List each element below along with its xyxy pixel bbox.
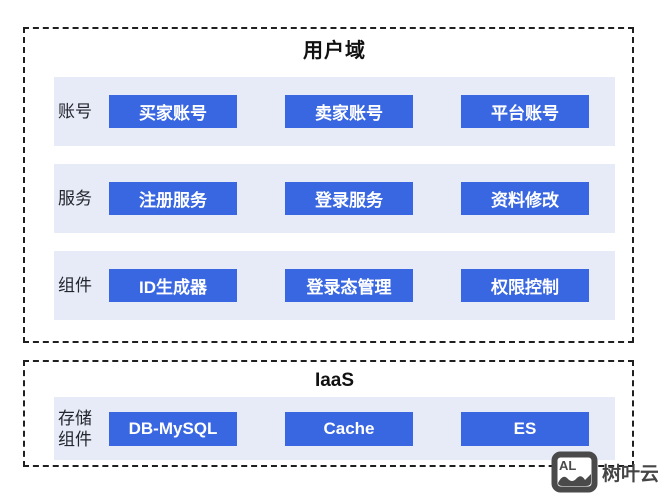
platform-account-button[interactable]: 平台账号 (461, 95, 589, 128)
buyer-account-button[interactable]: 买家账号 (109, 95, 237, 128)
storage-components-row-label: 存储组件 (58, 408, 92, 449)
permission-control-button[interactable]: 权限控制 (461, 269, 589, 302)
storage-components-row-buttons: DB-MySQL Cache ES (109, 411, 589, 446)
es-button[interactable]: ES (461, 411, 589, 446)
accounts-row-label: 账号 (58, 102, 92, 121)
id-generator-button[interactable]: ID生成器 (109, 269, 237, 302)
image-logo-icon: AL (551, 451, 598, 493)
services-row-buttons: 注册服务 登录服务 资料修改 (109, 182, 589, 215)
cache-button[interactable]: Cache (285, 411, 413, 446)
storage-components-row: 存储组件 DB-MySQL Cache ES (54, 397, 615, 460)
components-row: 组件 ID生成器 登录态管理 权限控制 (54, 251, 615, 320)
watermark-brand-text: 树叶云 (602, 463, 658, 485)
watermark: AL 树叶云 (551, 451, 658, 493)
accounts-row: 账号买家账号 卖家账号 平台账号 (54, 77, 615, 146)
profile-edit-service-button[interactable]: 资料修改 (461, 182, 589, 215)
services-row: 服务注册服务 登录服务 资料修改 (54, 164, 615, 233)
services-row-label: 服务 (58, 189, 92, 208)
register-service-button[interactable]: 注册服务 (109, 182, 237, 215)
accounts-row-buttons: 买家账号 卖家账号 平台账号 (109, 95, 589, 128)
user-domain-title: 用户域 (303, 40, 366, 62)
iaas-title: IaaS (314, 370, 355, 391)
login-service-button[interactable]: 登录服务 (285, 182, 413, 215)
user-domain-box: 用户域 账号买家账号 卖家账号 平台账号服务注册服务 登录服务 资料修改组件 ID生成器 登… (23, 27, 634, 343)
components-row-label: 组件 (58, 276, 92, 295)
seller-account-button[interactable]: 卖家账号 (285, 95, 413, 128)
iaas-rows: 存储组件 DB-MySQL Cache ES (54, 397, 615, 460)
iaas-box: IaaS 存储组件 DB-MySQL Cache ES (23, 360, 634, 467)
user-domain-rows: 账号买家账号 卖家账号 平台账号服务注册服务 登录服务 资料修改组件 ID生成器 登录态管理… (54, 77, 615, 320)
components-row-buttons: ID生成器 登录态管理 权限控制 (109, 269, 589, 302)
login-state-manager-button[interactable]: 登录态管理 (285, 269, 413, 302)
db-mysql-button[interactable]: DB-MySQL (109, 411, 237, 446)
watermark-icon-letters: AL (559, 458, 576, 473)
